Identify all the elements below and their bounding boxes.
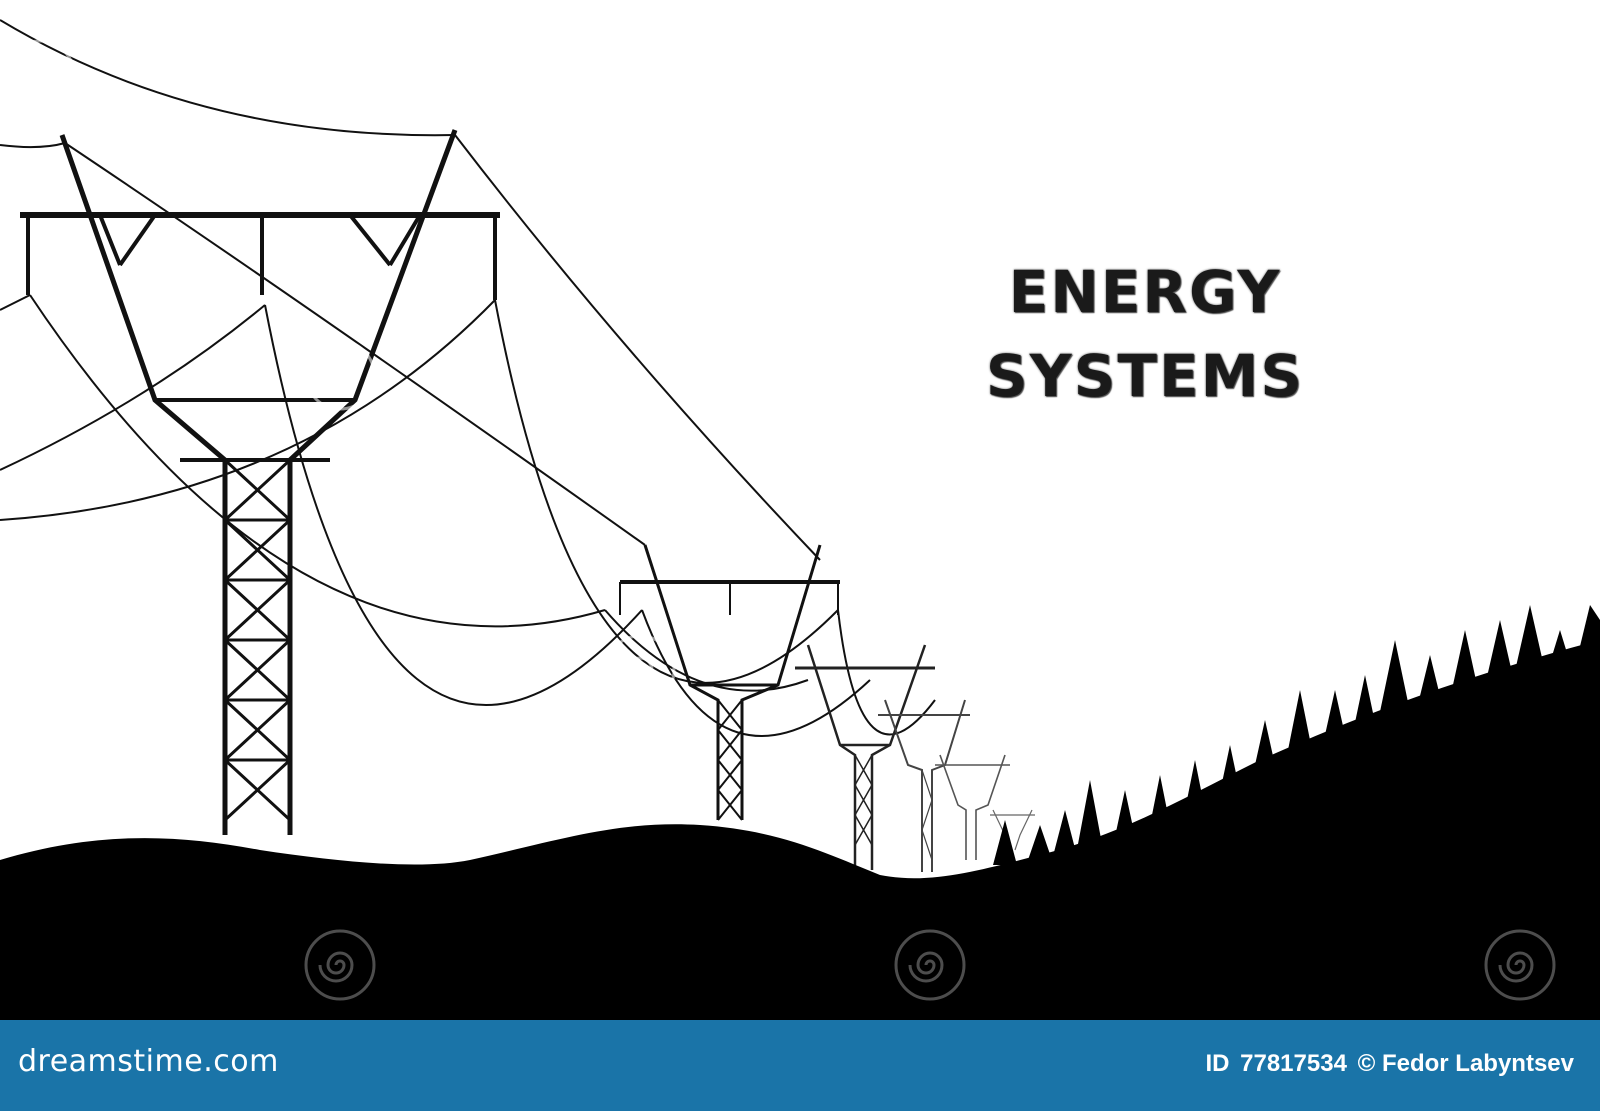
headline-line-2: SYSTEMS [985, 342, 1305, 410]
illustration-scene [0, 19, 1600, 1020]
power-lines [0, 19, 936, 737]
transmission-tower-4 [878, 699, 970, 872]
id-value: 77817534 [1240, 1050, 1347, 1077]
transmission-tower-1 [20, 129, 500, 835]
id-label: ID [1205, 1050, 1230, 1077]
headline-line-1: ENERGY [1008, 258, 1282, 326]
headline: ENERGY SYSTEMS [930, 250, 1360, 418]
copyright-author: © Fedor Labyntsev [1357, 1050, 1574, 1077]
transmission-tower-5 [935, 754, 1010, 860]
brand-logo-text[interactable]: dreamstime.com [18, 1044, 279, 1079]
transmission-tower-3 [795, 644, 935, 870]
forest-silhouette [0, 605, 1600, 1020]
image-credit: ID 77817534 © Fedor Labyntsev [1201, 1050, 1574, 1078]
credit-bar: dreamstime.com ID 77817534 © Fedor Labyn… [0, 1020, 1600, 1111]
transmission-tower-6 [990, 809, 1035, 851]
transmission-tower-2 [619, 544, 840, 821]
